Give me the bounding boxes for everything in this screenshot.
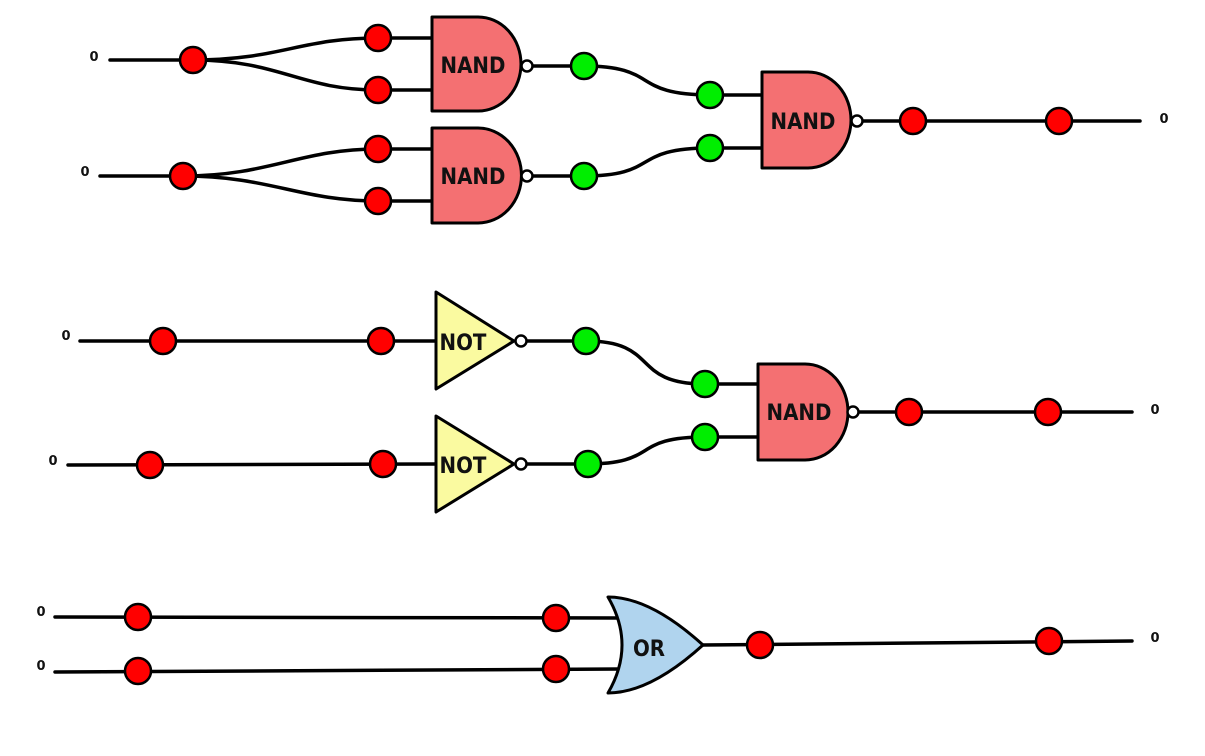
signal-dot-low (894, 397, 924, 427)
signal-dot-low (745, 630, 775, 660)
signal-dot-high (569, 161, 599, 191)
inversion-bubble (850, 114, 864, 128)
input-a-label: 0 (89, 50, 98, 65)
signal-dot-low (148, 326, 178, 356)
signal-dot-low (363, 186, 393, 216)
inversion-bubble (514, 334, 528, 348)
wire (191, 58, 434, 92)
inversion-bubble (520, 59, 534, 73)
inversion-bubble (520, 169, 534, 183)
signal-dot-low (368, 449, 398, 479)
wire (191, 36, 434, 62)
gate-label: NOT (440, 331, 487, 356)
gate-label: NAND (441, 165, 506, 190)
input-b-label: 0 (36, 659, 45, 674)
or-gate (606, 595, 705, 695)
gate-label: NAND (767, 401, 832, 426)
signal-dot-low (1034, 626, 1064, 656)
output-label: 0 (1150, 631, 1159, 646)
wire (181, 174, 434, 203)
signal-dot-low (541, 603, 571, 633)
signal-dot-low (898, 106, 928, 136)
input-a-label: 0 (36, 605, 45, 620)
signal-dot-low (135, 450, 165, 480)
gate-label: OR (633, 637, 665, 662)
signal-dot-low (541, 654, 571, 684)
signal-dot-low (178, 45, 208, 75)
signal-dot-high (690, 422, 720, 452)
input-b-label: 0 (80, 165, 89, 180)
signal-dot-low (1044, 106, 1074, 136)
gate-label: NAND (441, 54, 506, 79)
signal-dot-low (363, 134, 393, 164)
signal-dot-low (363, 23, 393, 53)
signal-dot-low (168, 161, 198, 191)
signal-dot-low (363, 75, 393, 105)
signal-dot-high (695, 80, 725, 110)
circuit-2: NOT NOT NAND 0 0 0 (48, 290, 1160, 514)
gate-label: NAND (771, 110, 836, 135)
signal-dot-high (569, 51, 599, 81)
signal-dot-high (695, 133, 725, 163)
not-gate-b (434, 414, 516, 514)
wire (530, 64, 764, 97)
signal-dot-low (366, 326, 396, 356)
input-b-label: 0 (48, 454, 57, 469)
input-a-label: 0 (61, 329, 70, 344)
wire (525, 339, 760, 386)
gate-label: NOT (440, 454, 487, 479)
inversion-bubble (514, 457, 528, 471)
signal-dot-low (1033, 397, 1063, 427)
signal-dot-high (571, 326, 601, 356)
signal-dot-high (573, 449, 603, 479)
signal-dot-high (690, 369, 720, 399)
inversion-bubble (846, 405, 860, 419)
wire (181, 147, 434, 178)
wire (525, 435, 760, 466)
signal-dot-low (123, 656, 153, 686)
circuit-3: OR 0 0 0 (36, 595, 1160, 695)
wire (530, 146, 764, 178)
output-label: 0 (1150, 403, 1159, 418)
not-gate-a (434, 290, 516, 391)
signal-dot-low (123, 602, 153, 632)
output-label: 0 (1159, 112, 1168, 127)
circuit-1: NAND NAND NAND 0 0 0 (80, 15, 1169, 225)
